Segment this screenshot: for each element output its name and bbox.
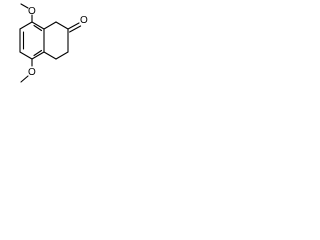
bond-sat-5 xyxy=(43,51,57,60)
bond-ar-4 xyxy=(31,51,45,60)
double-bond-ar-3 xyxy=(33,49,43,57)
aromatic-ring xyxy=(19,21,45,60)
chemical-structure-diagram: O O O xyxy=(19,3,88,83)
ketone-bond-2 xyxy=(69,25,82,33)
ketone-bond-1 xyxy=(67,22,80,30)
top-methoxy-oxygen-label: O xyxy=(28,6,36,17)
bond-ar-2 xyxy=(31,21,45,30)
bond-ar-1 xyxy=(19,21,33,30)
bottom-methoxy-bond-2 xyxy=(20,75,29,83)
saturated-ring xyxy=(43,21,69,60)
bond-sat-4 xyxy=(55,51,69,60)
bottom-methoxy-oxygen-label: O xyxy=(28,67,36,78)
bond-ar-5 xyxy=(19,51,33,60)
bond-sat-2 xyxy=(55,21,69,30)
ketone-group: O xyxy=(67,15,88,33)
top-methoxy-group: O xyxy=(20,3,36,23)
double-bond-ar-2 xyxy=(33,24,43,32)
top-methoxy-bond-2 xyxy=(20,3,29,9)
bond-sat-1 xyxy=(43,21,57,30)
bottom-methoxy-group: O xyxy=(20,58,36,83)
ketone-oxygen-label: O xyxy=(80,15,88,26)
